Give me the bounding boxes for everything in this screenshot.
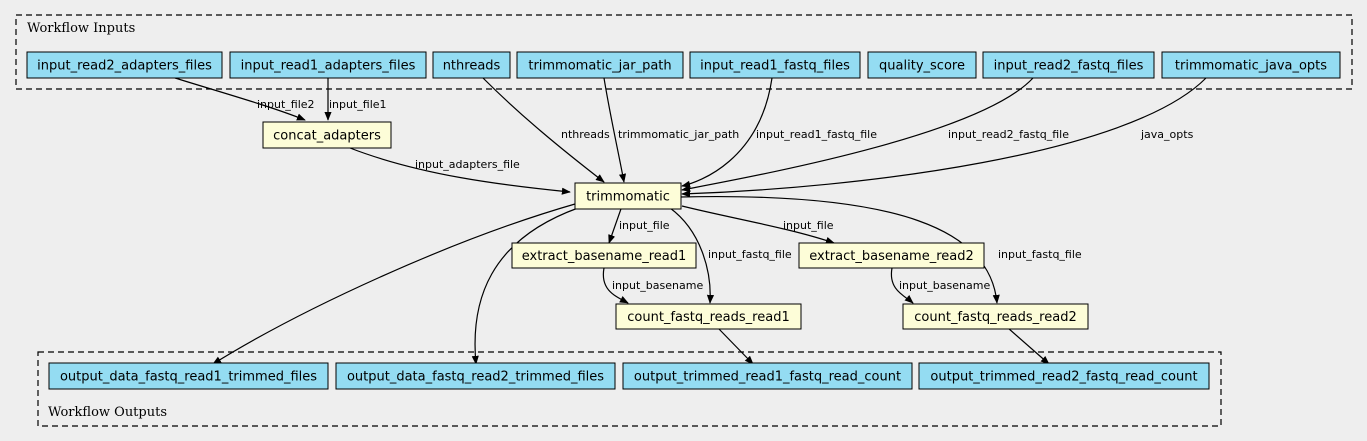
workflow-outputs-cluster: Workflow Outputs xyxy=(37,351,1222,427)
outputs-cluster-label: Workflow Outputs xyxy=(48,405,167,420)
input-node-box[interactable] xyxy=(432,51,511,79)
input-node-read2-adapters-files[interactable]: input_read2_adapters_files xyxy=(26,51,223,79)
step-node-label: extract_basename_read1 xyxy=(522,249,687,264)
edge-trimmomatic-to-output2 xyxy=(471,207,579,365)
edge-trimmomatic-to-extract2 xyxy=(681,205,835,244)
input-node-trimmomatic-jar-path[interactable]: trimmomatic_jar_path xyxy=(516,51,684,79)
edge-read1-fastq-to-trimmomatic xyxy=(681,77,773,188)
edge-label-nthreads: nthreads xyxy=(561,128,610,141)
input-node-read1-fastq-files[interactable]: input_read1_fastq_files xyxy=(689,51,861,79)
output-node-label: output_trimmed_read2_fastq_read_count xyxy=(930,370,1197,385)
edge-trimmomatic-to-count1 xyxy=(669,207,715,304)
input-node-label: quality_score xyxy=(879,59,965,74)
input-node-label: input_read2_adapters_files xyxy=(37,59,212,74)
step-node-label: trimmomatic xyxy=(586,190,670,205)
input-node-label: nthreads xyxy=(443,59,501,74)
output-node-label: output_data_fastq_read2_trimmed_files xyxy=(347,370,604,385)
step-node-box[interactable] xyxy=(511,242,697,269)
step-node-extract-basename-read2[interactable]: extract_basename_read2 xyxy=(798,242,985,269)
step-node-label: count_fastq_reads_read2 xyxy=(914,310,1076,325)
edge-extract1-to-count1 xyxy=(602,267,629,304)
output-node-label: output_data_fastq_read1_trimmed_files xyxy=(60,370,317,385)
output-node-read1-fastq-read-count[interactable]: output_trimmed_read1_fastq_read_count xyxy=(622,362,913,390)
step-node-box[interactable] xyxy=(902,303,1089,330)
step-node-count-fastq-reads-read1[interactable]: count_fastq_reads_read1 xyxy=(615,303,802,330)
edge-label-input-basename-read1: input_basename xyxy=(612,279,703,292)
output-node-box[interactable] xyxy=(918,362,1210,390)
edge-label-input-file-read1: input_file xyxy=(619,219,670,232)
output-node-box[interactable] xyxy=(48,362,329,390)
input-node-read2-fastq-files[interactable]: input_read2_fastq_files xyxy=(982,51,1155,79)
edges xyxy=(174,77,1207,365)
edge-jar-to-trimmomatic xyxy=(603,77,627,183)
edge-extract2-to-count2 xyxy=(890,267,914,304)
edge-label-input-fastq-file-read1: input_fastq_file xyxy=(708,248,792,261)
input-node-nthreads[interactable]: nthreads xyxy=(432,51,511,79)
step-node-box[interactable] xyxy=(615,303,802,330)
edge-label-trimmomatic-jar-path: trimmomatic_jar_path xyxy=(618,128,739,141)
edge-trimmomatic-to-output1 xyxy=(212,203,576,365)
edge-label-input-file-read2: input_file xyxy=(783,219,834,232)
input-node-label: input_read2_fastq_files xyxy=(994,59,1144,74)
edge-trimmomatic-to-extract1 xyxy=(608,205,623,244)
edge-nthreads-to-trimmomatic xyxy=(482,77,605,183)
input-node-box[interactable] xyxy=(982,51,1155,79)
edge-label-input-adapters-file: input_adapters_file xyxy=(415,158,520,171)
outputs-cluster-border xyxy=(37,351,1222,427)
edge-read2-fastq-to-trimmomatic xyxy=(681,77,1034,193)
input-node-box[interactable] xyxy=(1161,51,1341,79)
input-nodes: input_read2_adapters_files input_read1_a… xyxy=(26,51,1341,79)
input-node-box[interactable] xyxy=(229,51,427,79)
edge-label-input-read2-fastq-file: input_read2_fastq_file xyxy=(948,128,1069,141)
edge-label-input-file2: input_file2 xyxy=(257,98,315,111)
step-nodes: concat_adapters trimmomatic extract_base… xyxy=(262,121,1089,330)
edge-read2-adapters-to-concat xyxy=(174,77,306,121)
step-node-box[interactable] xyxy=(574,182,682,210)
input-node-box[interactable] xyxy=(26,51,223,79)
output-node-box[interactable] xyxy=(335,362,616,390)
inputs-cluster-label: Workflow Inputs xyxy=(27,21,135,36)
input-node-box[interactable] xyxy=(516,51,684,79)
edge-labels: input_file2 input_file1 nthreads trimmom… xyxy=(257,98,1194,292)
step-node-extract-basename-read1[interactable]: extract_basename_read1 xyxy=(511,242,697,269)
output-node-read2-fastq-read-count[interactable]: output_trimmed_read2_fastq_read_count xyxy=(918,362,1210,390)
output-node-read1-trimmed-files[interactable]: output_data_fastq_read1_trimmed_files xyxy=(48,362,329,390)
inputs-cluster-border xyxy=(15,14,1353,90)
step-node-count-fastq-reads-read2[interactable]: count_fastq_reads_read2 xyxy=(902,303,1089,330)
step-node-box[interactable] xyxy=(262,121,392,149)
step-node-label: concat_adapters xyxy=(273,129,381,144)
step-node-trimmomatic[interactable]: trimmomatic xyxy=(574,182,682,210)
edge-label-input-read1-fastq-file: input_read1_fastq_file xyxy=(756,128,877,141)
output-node-label: output_trimmed_read1_fastq_read_count xyxy=(634,370,901,385)
input-node-label: input_read1_adapters_files xyxy=(241,59,416,74)
output-node-box[interactable] xyxy=(622,362,913,390)
input-node-label: trimmomatic_java_opts xyxy=(1175,59,1327,74)
step-node-box[interactable] xyxy=(798,242,985,269)
input-node-box[interactable] xyxy=(689,51,861,79)
edge-label-java-opts: java_opts xyxy=(1140,128,1194,141)
input-node-read1-adapters-files[interactable]: input_read1_adapters_files xyxy=(229,51,427,79)
input-node-trimmomatic-java-opts[interactable]: trimmomatic_java_opts xyxy=(1161,51,1341,79)
edge-count1-to-output3 xyxy=(717,327,754,365)
edge-concat-to-trimmomatic xyxy=(349,147,571,195)
workflow-inputs-cluster: Workflow Inputs xyxy=(15,14,1353,90)
edge-label-input-file1: input_file1 xyxy=(329,98,387,111)
step-node-label: extract_basename_read2 xyxy=(809,249,974,264)
edge-trimmomatic-to-count2 xyxy=(679,195,1000,304)
output-node-read2-trimmed-files[interactable]: output_data_fastq_read2_trimmed_files xyxy=(335,362,616,390)
edge-count2-to-output4 xyxy=(1007,327,1050,365)
edge-label-input-basename-read2: input_basename xyxy=(899,279,990,292)
edge-java-opts-to-trimmomatic xyxy=(681,77,1207,198)
step-node-concat-adapters[interactable]: concat_adapters xyxy=(262,121,392,149)
input-node-label: input_read1_fastq_files xyxy=(700,59,850,74)
input-node-box[interactable] xyxy=(867,51,977,79)
step-node-label: count_fastq_reads_read1 xyxy=(627,310,789,325)
edge-label-input-fastq-file-read2: input_fastq_file xyxy=(998,248,1082,261)
input-node-label: trimmomatic_jar_path xyxy=(528,59,671,74)
output-nodes: output_data_fastq_read1_trimmed_files ou… xyxy=(48,362,1210,390)
input-node-quality-score[interactable]: quality_score xyxy=(867,51,977,79)
